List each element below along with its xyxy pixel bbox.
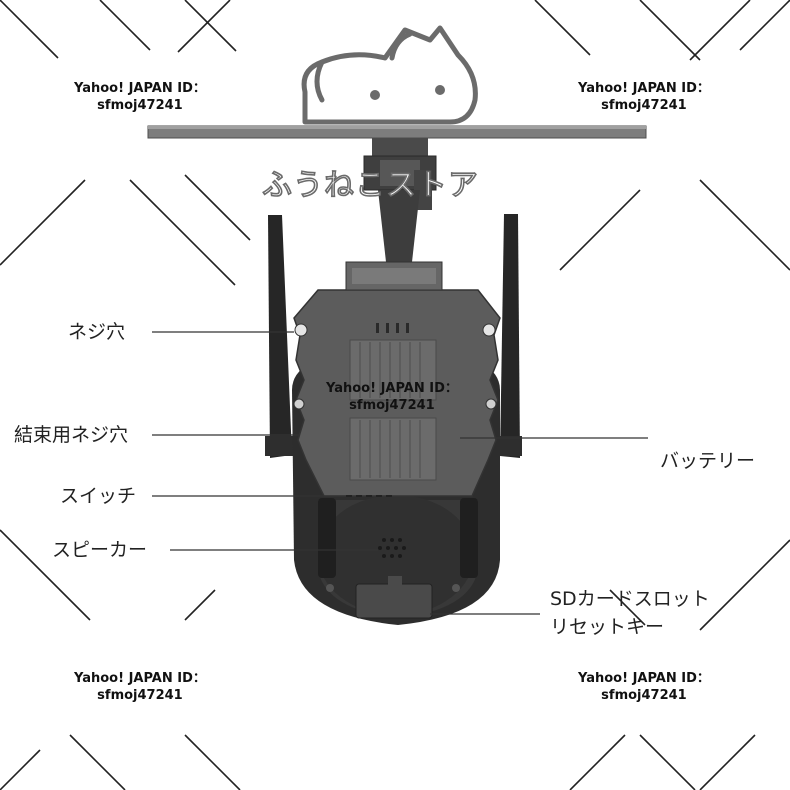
speaker-grille [378,538,406,558]
solar-panel [147,125,647,139]
label-screw-hole: ネジ穴 [68,321,126,343]
watermark-id-label: Yahoo! JAPAN ID： [74,671,206,686]
watermark-top-left: Yahoo! JAPAN ID： sfmoj47241 [74,80,206,114]
label-sd-card-slot: SDカードスロット [550,588,710,610]
watermark-bottom-right: Yahoo! JAPAN ID： sfmoj47241 [578,670,710,704]
watermark-id-value: sfmoj47241 [601,98,687,113]
watermark-top-right: Yahoo! JAPAN ID： sfmoj47241 [578,80,710,114]
watermark-id-value: sfmoj47241 [97,98,183,113]
mount-bracket [363,138,437,262]
leader-lines [152,331,648,615]
label-reset-key: リセットキー [550,616,665,638]
watermark-id-value: sfmoj47241 [349,398,435,413]
label-speaker: スピーカー [52,539,148,561]
watermark-id-value: sfmoj47241 [601,688,687,703]
watermark-id-value: sfmoj47241 [97,688,183,703]
shop-logo-text: ふうねこストア [261,167,479,204]
watermark-center: Yahoo! JAPAN ID： sfmoj47241 [326,380,458,414]
label-switch: スイッチ [60,485,137,507]
watermark-id-label: Yahoo! JAPAN ID： [578,81,710,96]
label-battery: バッテリー [660,450,756,472]
watermark-id-label: Yahoo! JAPAN ID： [578,671,710,686]
shop-logo-icon [301,25,478,125]
watermark-bottom-left: Yahoo! JAPAN ID： sfmoj47241 [74,670,206,704]
watermark-id-label: Yahoo! JAPAN ID： [74,81,206,96]
label-binding-screw-hole: 結束用ネジ穴 [14,424,129,446]
back-panel [293,261,501,497]
watermark-id-label: Yahoo! JAPAN ID： [326,381,458,396]
sd-card-slot-cover [326,576,460,619]
